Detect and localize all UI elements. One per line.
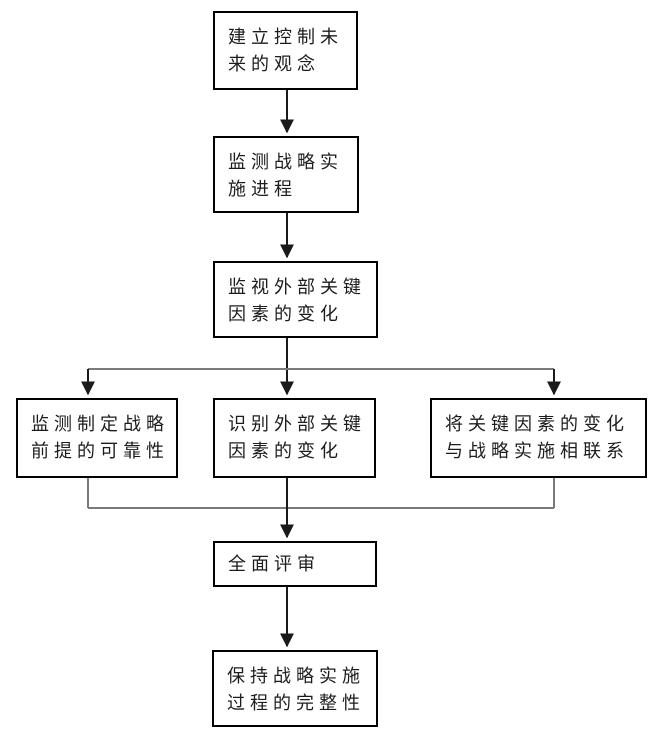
node-text-line: 因素的变化 bbox=[228, 441, 343, 462]
node-text-line: 识别外部关键 bbox=[228, 414, 366, 435]
node-text-line: 过程的完整性 bbox=[227, 693, 365, 714]
flow-node-establish-concept: 建立控制未 来的观念 bbox=[213, 11, 358, 90]
node-text-line: 全面评审 bbox=[228, 554, 320, 575]
node-text-line: 将关键因素的变化 bbox=[445, 414, 629, 435]
node-text-line: 监视外部关键 bbox=[228, 277, 366, 298]
node-text-line: 监测战略实 bbox=[228, 152, 343, 173]
node-text-line: 来的观念 bbox=[228, 54, 320, 75]
flow-node-identify-factor-changes: 识别外部关键 因素的变化 bbox=[213, 398, 376, 478]
flow-node-link-changes-to-implementation: 将关键因素的变化 与战略实施相联系 bbox=[430, 398, 647, 478]
node-text-line: 前提的可靠性 bbox=[31, 441, 169, 462]
node-text-line: 因素的变化 bbox=[228, 304, 343, 325]
node-text-line: 监测制定战略 bbox=[31, 414, 169, 435]
node-text-line: 与战略实施相联系 bbox=[445, 441, 629, 462]
flow-node-monitor-progress: 监测战略实 施进程 bbox=[213, 136, 359, 213]
node-text-line: 建立控制未 bbox=[228, 27, 343, 48]
flow-node-watch-external-factors: 监视外部关键 因素的变化 bbox=[213, 261, 378, 338]
flow-node-comprehensive-review: 全面评审 bbox=[213, 541, 377, 587]
flow-node-check-premise-reliability: 监测制定战略 前提的可靠性 bbox=[16, 398, 178, 478]
node-text-line: 保持战略实施 bbox=[227, 666, 365, 687]
flow-node-maintain-integrity: 保持战略实施 过程的完整性 bbox=[212, 650, 378, 727]
node-text-line: 施进程 bbox=[228, 179, 297, 200]
